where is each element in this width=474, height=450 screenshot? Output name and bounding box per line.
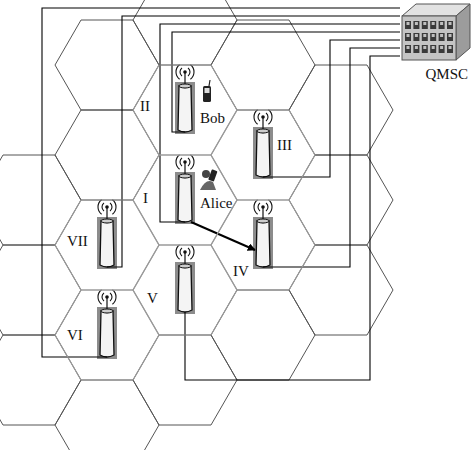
hex-outline <box>211 200 315 290</box>
cell-number: VII <box>67 233 88 249</box>
switch-box <box>400 2 472 62</box>
hex-outline <box>211 110 315 200</box>
hex-cell: VII <box>55 200 159 290</box>
node-title: QMSC <box>425 66 468 82</box>
base-station <box>175 65 195 134</box>
backbone-wire <box>107 16 400 267</box>
base-station <box>97 200 117 269</box>
base-station <box>253 200 273 269</box>
base-station <box>175 155 195 224</box>
handover-arrow <box>191 222 255 250</box>
cell-number: III <box>277 137 292 153</box>
base-station <box>175 245 195 314</box>
outer-cell-outline <box>0 155 81 245</box>
backbone-wire <box>263 48 400 267</box>
outer-cell-outline <box>211 290 315 380</box>
base-station <box>97 290 117 359</box>
backbone-wire <box>172 32 400 132</box>
backbone-wire <box>42 8 400 357</box>
hex-cell: IV <box>211 200 315 290</box>
backbone-wire <box>263 40 400 177</box>
outer-cell-outline <box>289 155 393 245</box>
user-label: Alice <box>200 195 232 211</box>
outer-cell-outline <box>55 110 159 200</box>
cell-number: IV <box>233 263 249 279</box>
outer-cell-outline <box>0 245 81 335</box>
user-label: Bob <box>200 110 225 126</box>
alice-phone-icon <box>200 169 218 190</box>
bob-phone-icon <box>203 80 211 102</box>
outer-cell-outline <box>289 65 393 155</box>
outer-cell-outline <box>211 20 315 110</box>
hex-cell: VI <box>55 290 159 380</box>
switch-center: QMSC <box>400 2 472 62</box>
outer-cell-outline <box>55 380 159 450</box>
base-station <box>253 110 273 179</box>
cell-number: V <box>147 290 158 306</box>
outer-cell-outline <box>0 335 81 425</box>
cell-number: I <box>143 190 148 206</box>
outer-cells <box>0 0 393 450</box>
hex-cell: V <box>133 245 237 335</box>
outer-cell-outline <box>289 245 393 335</box>
hex-cell: III <box>211 110 315 200</box>
backbone-wire <box>185 56 400 380</box>
cell-number: II <box>140 98 150 114</box>
outer-cell-outline <box>55 20 159 110</box>
cell-number: VI <box>67 327 83 343</box>
backbone-wire <box>160 24 400 222</box>
